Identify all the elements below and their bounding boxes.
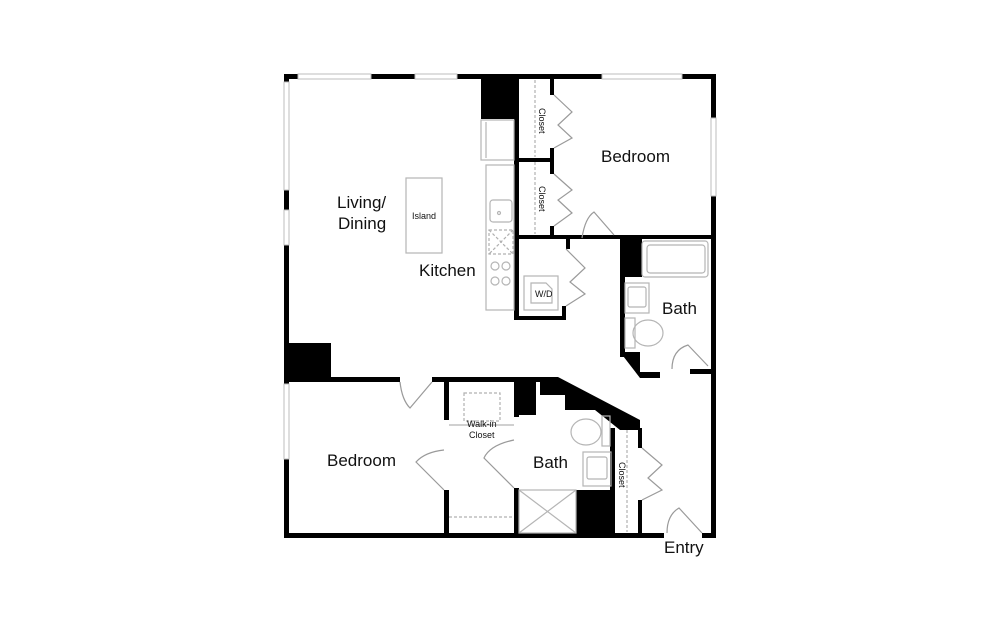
label-living-dining-2: Dining <box>338 214 386 233</box>
entry-closet-fixtures <box>626 430 703 534</box>
kitchen-fixtures <box>405 119 515 311</box>
label-bath-second: Bath <box>533 453 568 472</box>
label-bedroom-second: Bedroom <box>327 451 396 470</box>
bath-second-fixtures <box>483 415 612 534</box>
room-labels: Living/ Dining Island Kitchen Bedroom Ba… <box>327 108 704 557</box>
label-entry: Entry <box>664 538 704 557</box>
label-kitchen: Kitchen <box>419 261 476 280</box>
label-island: Island <box>412 211 436 221</box>
label-living-dining-1: Living/ <box>337 193 386 212</box>
windows <box>283 73 717 460</box>
label-closet-2: Closet <box>537 186 547 212</box>
label-bedroom-main: Bedroom <box>601 147 670 166</box>
walk-in-closet-fixtures <box>415 392 514 518</box>
label-walk-in-2: Closet <box>469 430 495 440</box>
label-walk-in-1: Walk-in <box>467 419 497 429</box>
label-closet-entry: Closet <box>617 462 627 488</box>
label-closet-1: Closet <box>537 108 547 134</box>
other-doors <box>399 211 615 409</box>
bath-main-fixtures <box>624 240 709 370</box>
interior-walls <box>284 74 716 538</box>
label-washer-dryer: W/D <box>535 289 553 299</box>
closet-fixtures <box>523 80 587 311</box>
label-bath-main: Bath <box>662 299 697 318</box>
